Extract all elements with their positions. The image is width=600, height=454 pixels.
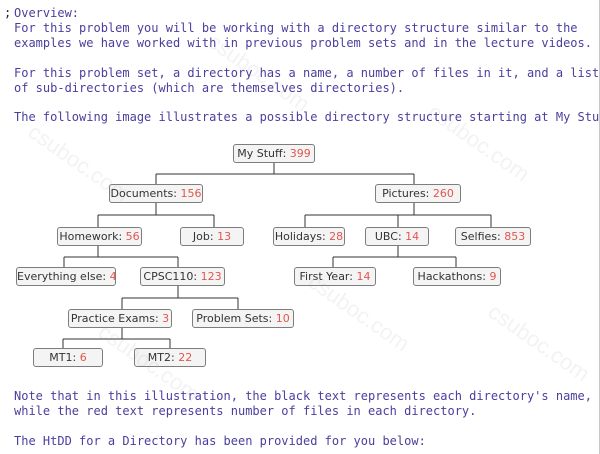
dir-holidays: Holidays: 28 — [273, 227, 345, 246]
dir-pictures: Pictures: 260 — [375, 184, 461, 203]
dir-everything-else: Everything else: 4 — [16, 267, 117, 286]
dir-problem-sets: Problem Sets: 10 — [192, 309, 294, 328]
text-line-note-1: Note that in this illustration, the blac… — [14, 389, 592, 403]
dir-homework: Homework: 56 — [57, 227, 142, 246]
text-line-3: examples we have worked with in previous… — [14, 36, 592, 50]
cursor-marker: ; — [4, 6, 12, 20]
dir-job: Job: 13 — [180, 227, 244, 246]
dir-selfies: Selfies: 853 — [455, 227, 531, 246]
dir-first-year: First Year: 14 — [294, 267, 376, 286]
dir-mt2: MT2: 22 — [134, 348, 206, 367]
dir-mt1: MT1: 6 — [33, 348, 103, 367]
text-line-note-2: while the red text represents number of … — [14, 404, 477, 418]
text-line-8: The following image illustrates a possib… — [14, 110, 600, 124]
text-line-5: For this problem set, a directory has a … — [14, 66, 600, 80]
text-line-htdd: The HtDD for a Directory has been provid… — [14, 434, 426, 448]
dir-hackathons: Hackathons: 9 — [413, 267, 501, 286]
dir-my-stuff: My Stuff: 399 — [233, 144, 315, 163]
dir-ubc: UBC: 14 — [365, 227, 429, 246]
dir-practice-exams: Practice Exams: 3 — [68, 309, 172, 328]
dir-cpsc110: CPSC110: 123 — [140, 267, 225, 286]
text-line-2: For this problem you will be working wit… — [14, 21, 578, 35]
text-line-overview: Overview: — [14, 6, 80, 20]
dir-documents: Documents: 156 — [109, 184, 203, 203]
text-line-6: of sub-directories (which are themselves… — [14, 81, 405, 95]
